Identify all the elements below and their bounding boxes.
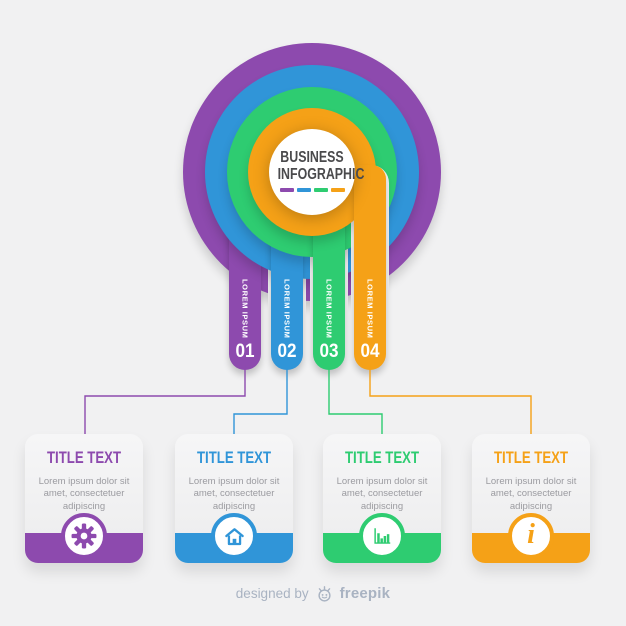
home-icon [224, 527, 244, 545]
card-4-title: TITLE TEXT [493, 449, 569, 467]
card-2-body-line: amet, consectetuer [193, 488, 275, 500]
card-3-body-line: amet, consectetuer [341, 488, 423, 500]
step-4-number: 04 [360, 341, 380, 362]
card-1-title: TITLE TEXT [46, 449, 122, 467]
card-1-icon-badge [61, 513, 107, 559]
card-2: TITLE TEXT Lorem ipsum dolor sit amet, c… [175, 434, 293, 563]
card-2-body-line: adipiscing [212, 500, 256, 512]
freepik-logo-icon [318, 586, 331, 602]
card-3-body-line: Lorem ipsum dolor sit [336, 476, 428, 487]
card-1-body: Lorem ipsum dolor sit amet, consectetuer… [25, 476, 143, 513]
card-4-body: Lorem ipsum dolor sit amet, consectetuer… [472, 476, 590, 513]
card-4-body-line: Lorem ipsum dolor sit [485, 476, 577, 487]
info-icon: i [527, 518, 535, 550]
step-1-number: 01 [235, 341, 255, 362]
card-2-body-line: Lorem ipsum dolor sit [188, 476, 280, 487]
step-2-number: 02 [277, 341, 297, 362]
card-2-body: Lorem ipsum dolor sit amet, consectetuer… [175, 476, 293, 513]
title-dash-purple [279, 188, 294, 192]
step-1-label: LOREM IPSUM [240, 279, 250, 339]
card-1-body-line: amet, consectetuer [43, 488, 125, 500]
step-4-label: LOREM IPSUM [365, 279, 375, 339]
card-4-icon-badge: i [508, 513, 554, 559]
card-4-body-line: amet, consectetuer [490, 488, 572, 500]
title-dash-orange [330, 188, 345, 192]
card-3-body: Lorem ipsum dolor sit amet, consectetuer… [323, 476, 441, 513]
footer-brand-name: freepik [339, 585, 391, 602]
step-4-tail: LOREM IPSUM 04 [354, 165, 386, 370]
center-badge: BUSINESS INFOGRAPHIC [269, 129, 365, 215]
card-3: TITLE TEXT Lorem ipsum dolor sit amet, c… [323, 434, 441, 563]
card-3-title: TITLE TEXT [344, 449, 420, 467]
card-1-body-line: adipiscing [62, 500, 106, 512]
title-dashes [269, 188, 355, 192]
card-4: TITLE TEXT Lorem ipsum dolor sit amet, c… [472, 434, 590, 563]
title-dash-green [313, 188, 328, 192]
bar-chart-icon [374, 528, 391, 544]
card-3-body-line: adipiscing [360, 500, 404, 512]
card-2-icon-badge [211, 513, 257, 559]
footer-credit-text: designed by [235, 586, 309, 601]
center-title-line1: BUSINESS [280, 149, 344, 166]
card-1-body-line: Lorem ipsum dolor sit [38, 476, 130, 487]
card-4-body-line: adipiscing [509, 500, 553, 512]
card-3-icon-badge [359, 513, 405, 559]
gear-icon [71, 523, 97, 549]
title-dash-blue [296, 188, 311, 192]
step-3-label: LOREM IPSUM [324, 279, 334, 339]
center-title-line2: INFOGRAPHIC [277, 166, 365, 183]
card-2-title: TITLE TEXT [196, 449, 272, 467]
footer-credit: designed by freepik [0, 584, 626, 603]
step-3-number: 03 [319, 341, 339, 362]
step-2-label: LOREM IPSUM [282, 279, 292, 339]
card-1: TITLE TEXT Lorem ipsum dolor sit amet, c… [25, 434, 143, 563]
